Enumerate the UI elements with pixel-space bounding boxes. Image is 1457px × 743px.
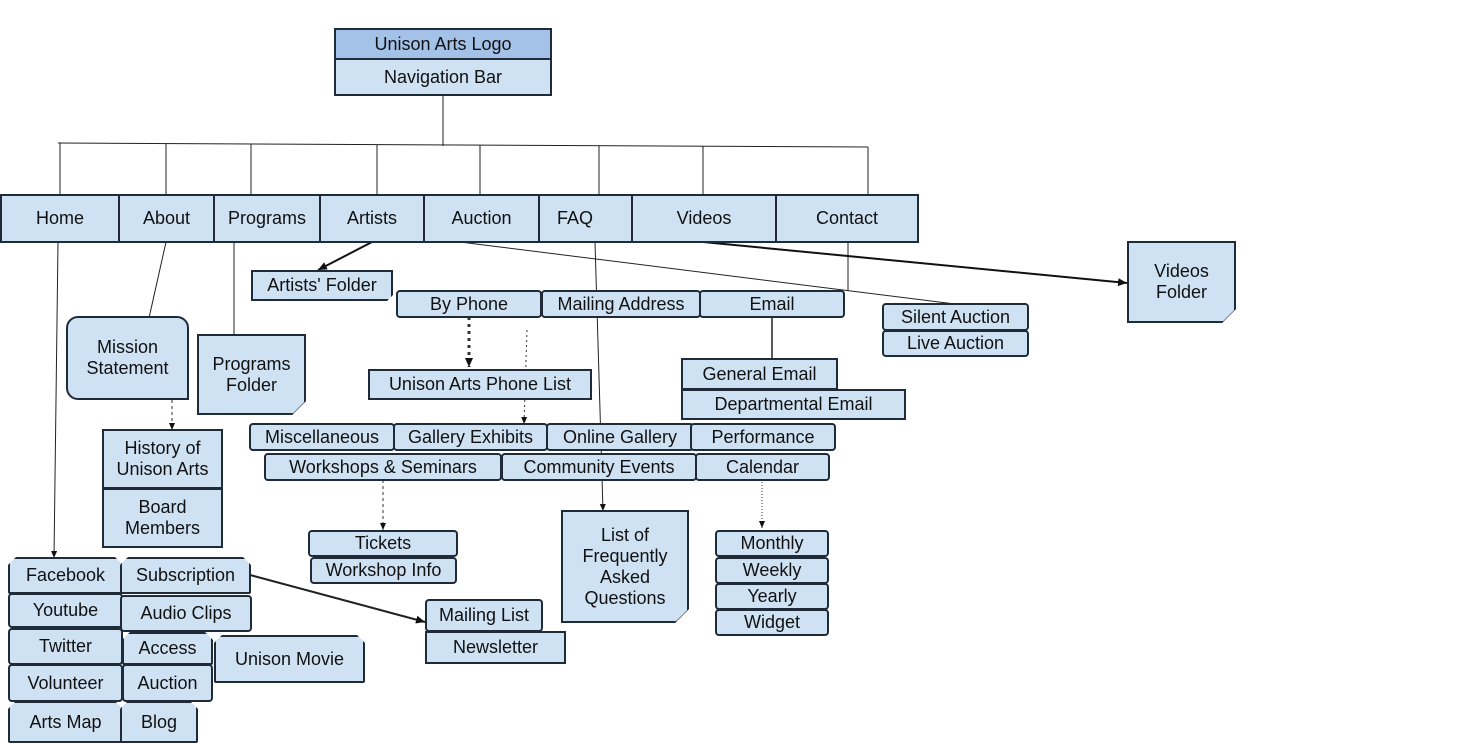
nav-programs: Programs [213, 194, 321, 243]
programs-folder: Programs Folder [197, 334, 306, 415]
artists-folder: Artists' Folder [251, 270, 393, 301]
arts-map: Arts Map [8, 701, 123, 743]
newsletter: Newsletter [425, 631, 566, 664]
nav-auction: Auction [423, 194, 540, 243]
nav-artists: Artists [319, 194, 425, 243]
online-gallery: Online Gallery [546, 423, 694, 451]
workshop-info: Workshop Info [310, 557, 457, 584]
board-members: Board Members [102, 488, 223, 548]
unison-movie: Unison Movie [214, 635, 365, 683]
history-of-unison-arts: History of Unison Arts [102, 429, 223, 489]
general-email: General Email [681, 358, 838, 390]
nav-about: About [118, 194, 215, 243]
audio-clips: Audio Clips [120, 595, 252, 632]
calendar: Calendar [695, 453, 830, 481]
volunteer: Volunteer [8, 664, 123, 702]
videos-folder: Videos Folder [1127, 241, 1236, 323]
silent-auction: Silent Auction [882, 303, 1029, 331]
nav-faq: FAQ [538, 194, 633, 243]
youtube: Youtube [8, 593, 123, 628]
twitter: Twitter [8, 628, 123, 665]
weekly: Weekly [715, 557, 829, 584]
yearly: Yearly [715, 583, 829, 610]
nav-home: Home [0, 194, 120, 243]
gallery-exhibits: Gallery Exhibits [393, 423, 548, 451]
subscription: Subscription [120, 557, 251, 594]
phone-list: Unison Arts Phone List [368, 369, 592, 400]
logo-box: Unison Arts Logo [334, 28, 552, 60]
email: Email [699, 290, 845, 318]
monthly: Monthly [715, 530, 829, 557]
faq-list: List of Frequently Asked Questions [561, 510, 689, 623]
live-auction: Live Auction [882, 330, 1029, 357]
facebook: Facebook [8, 557, 123, 594]
performance: Performance [690, 423, 836, 451]
workshops-seminars: Workshops & Seminars [264, 453, 502, 481]
mailing-address: Mailing Address [541, 290, 701, 318]
nav-videos: Videos [631, 194, 777, 243]
by-phone: By Phone [396, 290, 542, 318]
tickets: Tickets [308, 530, 458, 557]
departmental-email: Departmental Email [681, 389, 906, 420]
nav-contact: Contact [775, 194, 919, 243]
auction-sub: Auction [122, 664, 213, 702]
miscellaneous: Miscellaneous [249, 423, 395, 451]
blog: Blog [120, 701, 198, 743]
access: Access [122, 632, 213, 665]
community-events: Community Events [501, 453, 697, 481]
mailing-list: Mailing List [425, 599, 543, 632]
navigation-bar-box: Navigation Bar [334, 58, 552, 96]
mission-statement: Mission Statement [66, 316, 189, 400]
widget: Widget [715, 609, 829, 636]
